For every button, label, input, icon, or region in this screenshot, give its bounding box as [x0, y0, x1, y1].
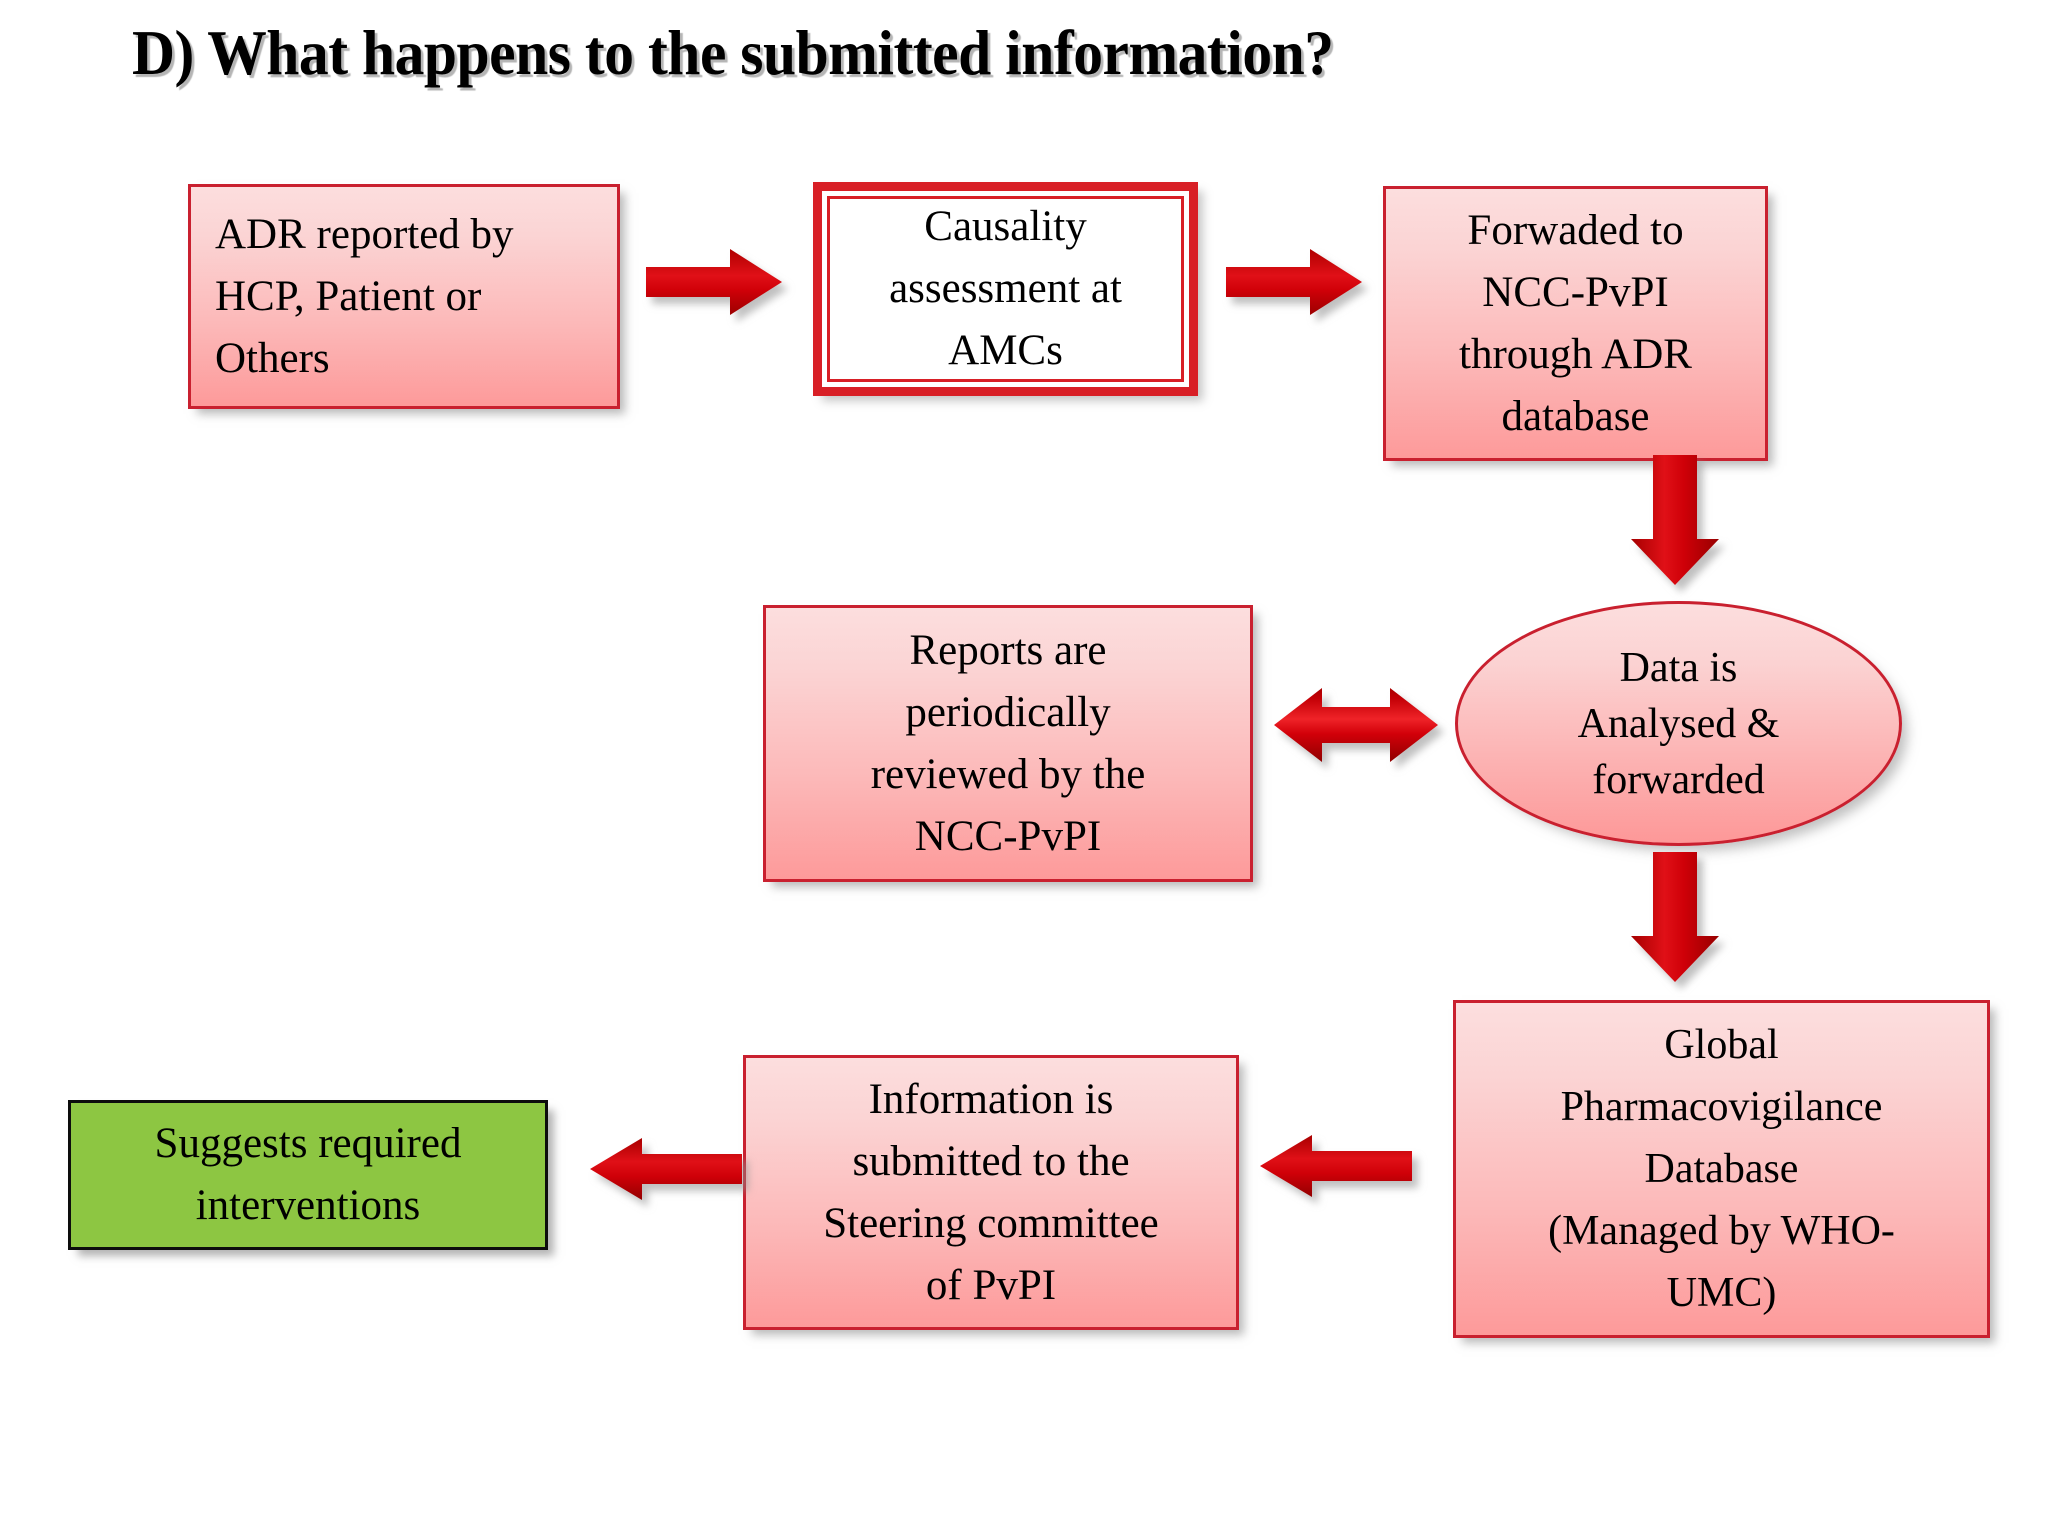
node-forwarded-to-ncc[interactable]: Forwaded to NCC-PvPI through ADR databas…: [1383, 186, 1768, 461]
node-reports-reviewed[interactable]: Reports are periodically reviewed by the…: [763, 605, 1253, 882]
node-global-pv-database[interactable]: Global Pharmacovigilance Database (Manag…: [1453, 1000, 1990, 1338]
node-data-analysed-label: Data is Analysed & forwarded: [1577, 644, 1780, 803]
arrow-left-icon-global-to-info: [1260, 1135, 1412, 1197]
node-data-analysed[interactable]: Data is Analysed & forwarded: [1455, 601, 1902, 846]
node-causality-assessment[interactable]: Causality assessment at AMCs: [813, 182, 1198, 396]
node-global-pv-database-label: Global Pharmacovigilance Database (Manag…: [1548, 1022, 1895, 1316]
arrow-left-icon-info-to-suggests: [590, 1138, 742, 1200]
node-info-steering-committee-label: Information is submitted to the Steering…: [823, 1075, 1159, 1309]
node-adr-reported[interactable]: ADR reported by HCP, Patient or Others: [188, 184, 620, 409]
node-adr-reported-label: ADR reported by HCP, Patient or Others: [215, 210, 514, 382]
arrow-right-icon-adr-to-causality: [646, 249, 782, 315]
node-suggests-interventions-label: Suggests required interventions: [154, 1120, 462, 1229]
arrow-down-icon-forwarded-to-data: [1631, 455, 1719, 585]
arrow-left-right-icon-data-to-reports: [1274, 688, 1438, 762]
node-info-steering-committee[interactable]: Information is submitted to the Steering…: [743, 1055, 1239, 1330]
node-causality-assessment-label: Causality assessment at AMCs: [889, 203, 1122, 374]
page-title: D) What happens to the submitted informa…: [132, 17, 1334, 88]
arrow-right-icon-causality-to-forwarded: [1226, 249, 1362, 315]
node-reports-reviewed-label: Reports are periodically reviewed by the…: [870, 626, 1146, 860]
node-forwarded-to-ncc-label: Forwaded to NCC-PvPI through ADR databas…: [1459, 206, 1692, 440]
node-suggests-interventions[interactable]: Suggests required interventions: [68, 1100, 548, 1250]
arrow-down-icon-data-to-global: [1631, 852, 1719, 982]
